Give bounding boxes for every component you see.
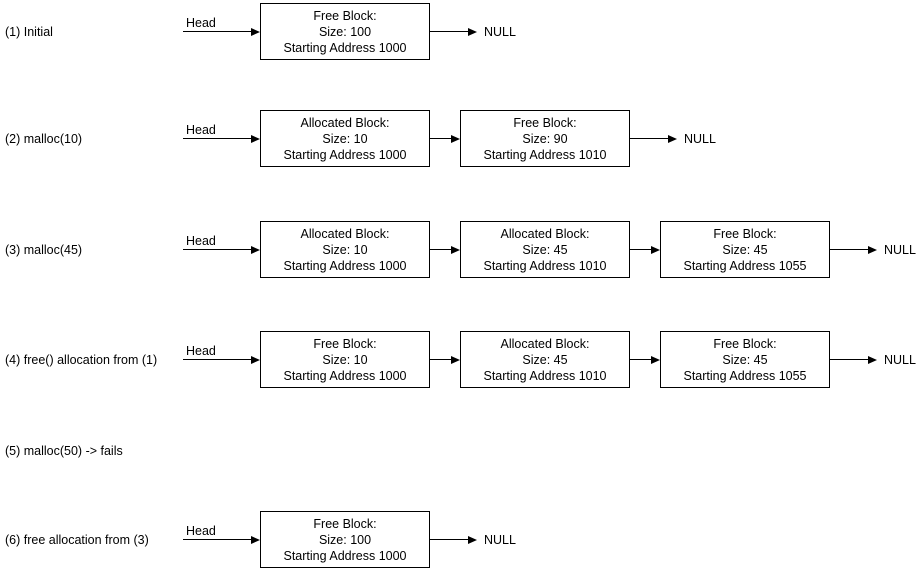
null-label: NULL — [484, 24, 516, 39]
null-arrow — [830, 355, 877, 365]
head-pointer-label: Head — [186, 523, 216, 538]
diagram-row-6: (6) free allocation from (3) Head Free B… — [0, 511, 921, 568]
node-title: Allocated Block: — [300, 226, 390, 241]
node-size: Size: 90 — [522, 131, 568, 146]
node-address: Starting Address 1000 — [283, 258, 407, 273]
node-title: Free Block: — [313, 516, 377, 531]
head-arrow — [183, 27, 260, 37]
node-address: Starting Address 1055 — [683, 258, 807, 273]
diagram-row-3: (3) malloc(45) Head Allocated Block: Siz… — [0, 221, 921, 278]
null-label: NULL — [884, 242, 916, 257]
head-pointer-label: Head — [186, 233, 216, 248]
node-address: Starting Address 1000 — [283, 548, 407, 563]
memory-block-node: Free Block: Size: 45 Starting Address 10… — [660, 331, 830, 388]
node-title: Free Block: — [313, 8, 377, 23]
node-title: Free Block: — [313, 336, 377, 351]
head-arrow — [183, 355, 260, 365]
node-size: Size: 10 — [322, 131, 368, 146]
node-title: Allocated Block: — [500, 226, 590, 241]
step-label: (3) malloc(45) — [5, 242, 83, 257]
step-label: (5) malloc(50) -> fails — [5, 443, 123, 458]
node-size: Size: 45 — [722, 352, 768, 367]
node-title: Free Block: — [713, 336, 777, 351]
step-label: (1) Initial — [5, 24, 53, 39]
next-arrow — [630, 245, 660, 255]
head-pointer-label: Head — [186, 15, 216, 30]
head-arrow — [183, 245, 260, 255]
node-size: Size: 100 — [318, 532, 372, 547]
step-label: (6) free allocation from (3) — [5, 532, 149, 547]
null-arrow — [630, 134, 677, 144]
next-arrow — [430, 355, 460, 365]
node-address: Starting Address 1000 — [283, 368, 407, 383]
head-arrow — [183, 134, 260, 144]
node-address: Starting Address 1010 — [483, 258, 607, 273]
diagram-row-2: (2) malloc(10) Head Allocated Block: Siz… — [0, 110, 921, 167]
node-size: Size: 45 — [722, 242, 768, 257]
node-size: Size: 10 — [322, 352, 368, 367]
node-address: Starting Address 1010 — [483, 368, 607, 383]
memory-block-node: Free Block: Size: 90 Starting Address 10… — [460, 110, 630, 167]
node-address: Starting Address 1055 — [683, 368, 807, 383]
node-title: Free Block: — [513, 115, 577, 130]
head-pointer-label: Head — [186, 122, 216, 137]
null-label: NULL — [484, 532, 516, 547]
node-title: Allocated Block: — [300, 115, 390, 130]
memory-block-node: Allocated Block: Size: 45 Starting Addre… — [460, 331, 630, 388]
next-arrow — [430, 245, 460, 255]
node-title: Free Block: — [713, 226, 777, 241]
next-arrow — [430, 134, 460, 144]
diagram-row-1: (1) Initial Head Free Block: Size: 100 S… — [0, 3, 921, 60]
node-address: Starting Address 1000 — [283, 147, 407, 162]
head-arrow — [183, 535, 260, 545]
null-arrow — [430, 535, 477, 545]
step-label: (4) free() allocation from (1) — [5, 352, 158, 367]
node-size: Size: 45 — [522, 352, 568, 367]
null-label: NULL — [884, 352, 916, 367]
head-pointer-label: Head — [186, 343, 216, 358]
node-title: Allocated Block: — [500, 336, 590, 351]
memory-block-node: Free Block: Size: 45 Starting Address 10… — [660, 221, 830, 278]
next-arrow — [630, 355, 660, 365]
step-label: (2) malloc(10) — [5, 131, 83, 146]
node-size: Size: 100 — [318, 24, 372, 39]
diagram-row-4: (4) free() allocation from (1) Head Free… — [0, 331, 921, 388]
memory-block-node: Free Block: Size: 100 Starting Address 1… — [260, 3, 430, 60]
node-size: Size: 10 — [322, 242, 368, 257]
memory-block-node: Allocated Block: Size: 10 Starting Addre… — [260, 110, 430, 167]
memory-block-node: Free Block: Size: 100 Starting Address 1… — [260, 511, 430, 568]
diagram-row-5: (5) malloc(50) -> fails — [0, 422, 921, 479]
node-size: Size: 45 — [522, 242, 568, 257]
memory-block-node: Allocated Block: Size: 10 Starting Addre… — [260, 221, 430, 278]
memory-block-node: Allocated Block: Size: 45 Starting Addre… — [460, 221, 630, 278]
node-address: Starting Address 1010 — [483, 147, 607, 162]
null-label: NULL — [684, 131, 716, 146]
memory-block-node: Free Block: Size: 10 Starting Address 10… — [260, 331, 430, 388]
null-arrow — [830, 245, 877, 255]
node-address: Starting Address 1000 — [283, 40, 407, 55]
null-arrow — [430, 27, 477, 37]
